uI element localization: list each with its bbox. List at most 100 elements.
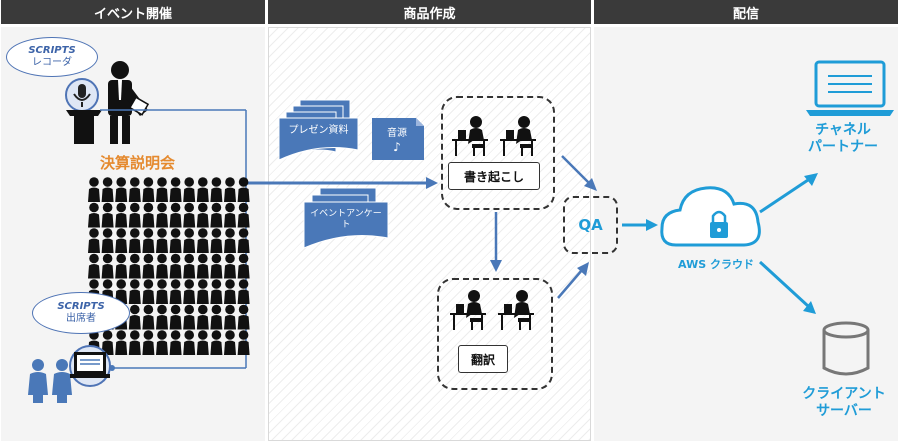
audience-person [156,228,168,253]
recorder-bubble-subtitle: レコーダ [32,57,72,68]
audience-person [210,330,223,355]
audio-note-icon: ♪ [393,139,401,154]
header-delivery: 配信 [594,0,898,24]
audience-person [88,177,100,202]
audience-person [183,202,196,228]
audience-person [224,228,236,253]
audience-person [115,202,128,228]
audience-person [237,253,250,279]
audience-person [224,202,236,228]
audience-person [156,253,168,279]
audience-person [115,253,128,279]
audience-person [115,330,128,355]
desk-worker-icon [500,116,536,156]
audience-person [128,177,141,202]
audience-person [196,279,209,304]
audience-person [115,228,128,253]
audience-person [169,202,182,228]
audience-person [196,228,209,253]
audience-person [88,202,100,228]
audience-person [142,177,155,202]
audience-person [210,304,223,330]
audience-person [210,279,223,304]
client-server-label: クライアント サーバー [802,386,886,419]
audience-person [210,253,223,279]
audience-person [196,330,209,355]
audience-person [128,228,141,253]
audience-person [237,228,250,253]
audience-person [156,330,168,355]
audience-person [128,202,141,228]
desk-worker-icon [450,290,486,330]
audience-person [237,279,250,304]
audience-person [101,253,114,279]
audience-person [169,177,182,202]
recorder-bubble-title: SCRIPTS [28,45,76,56]
attendee-bubble-subtitle: 出席者 [66,313,96,324]
audience-person [128,253,141,279]
audience-person [196,304,209,330]
audience-person [183,253,196,279]
audience-person [142,330,155,355]
audience-person [183,279,196,304]
audience-person [224,279,236,304]
audience-person [88,253,100,279]
audience-person [183,304,196,330]
audience-person [169,330,182,355]
audience-person [224,304,236,330]
audience-person [156,304,168,330]
audience-person [156,202,168,228]
translation-label: 翻訳 [458,345,508,373]
audience-person [237,202,250,228]
header-production: 商品作成 [268,0,591,24]
audience-person [142,228,155,253]
audience-person [156,279,168,304]
header-event: イベント開催 [1,0,265,24]
audience-person [183,177,196,202]
audience-person [196,202,209,228]
audience-person [237,177,250,202]
attendee-bubble: SCRIPTS 出席者 [32,292,130,334]
audience-person [142,202,155,228]
audience-person [183,228,196,253]
audience-person [196,177,209,202]
audio-doc-label: 音源 [387,127,407,139]
desk-worker-icon [498,290,534,330]
audience-person [169,228,182,253]
qa-box [563,196,618,254]
audience-person [142,304,155,330]
audience-person [210,202,223,228]
event-title: 決算説明会 [100,154,176,172]
audience-person [237,330,250,355]
audience-person [224,177,236,202]
transcription-label: 書き起こし [448,162,540,190]
survey-doc-label: イベントアンケート [310,209,382,230]
audience-person [101,228,114,253]
attendee-bubble-title: SCRIPTS [57,301,105,312]
transcription-box [441,96,555,210]
audience-person [142,279,155,304]
audience-person [224,253,236,279]
audience-person [169,279,182,304]
recorder-bubble: SCRIPTS レコーダ [6,37,98,77]
audience-person [88,228,100,253]
audience-person [128,330,141,355]
qa-label: QA [578,216,603,234]
presentation-doc-label: プレゼン資料 [288,124,349,136]
audience-person [169,253,182,279]
channel-partner-label: チャネル パートナー [808,122,878,155]
audience-person [128,279,141,304]
audience-person [128,304,141,330]
audience-person [183,330,196,355]
audience-person [101,202,114,228]
